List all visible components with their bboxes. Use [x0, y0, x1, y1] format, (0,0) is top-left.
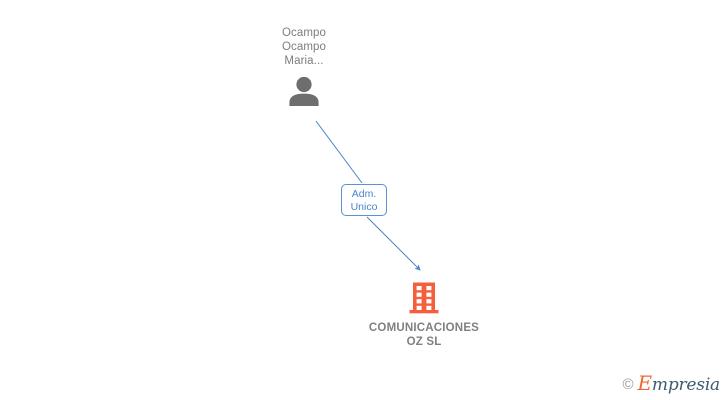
- company-node[interactable]: COMUNICACIONES OZ SL: [364, 281, 484, 349]
- company-icon-wrapper: [364, 281, 484, 314]
- person-icon-wrapper: [244, 76, 364, 106]
- office-building-icon: [409, 282, 439, 314]
- brand-initial: E: [637, 371, 653, 395]
- relation-label-adm-unico[interactable]: Adm. Unico: [341, 184, 387, 216]
- company-name-label: COMUNICACIONES OZ SL: [368, 322, 480, 348]
- footer-brand-logo: © Empresia: [622, 371, 721, 395]
- brand-wordmark: Empresia: [637, 371, 721, 395]
- person-silhouette-icon: [289, 76, 319, 106]
- copyright-icon: ©: [622, 375, 634, 393]
- brand-rest: mpresia: [651, 375, 720, 395]
- edge-relation-to-company: [366, 216, 421, 271]
- edge-person-to-relation: [315, 120, 363, 184]
- person-name-label: Ocampo Ocampo Maria...: [281, 27, 327, 67]
- person-node[interactable]: Ocampo Ocampo Maria...: [244, 26, 364, 106]
